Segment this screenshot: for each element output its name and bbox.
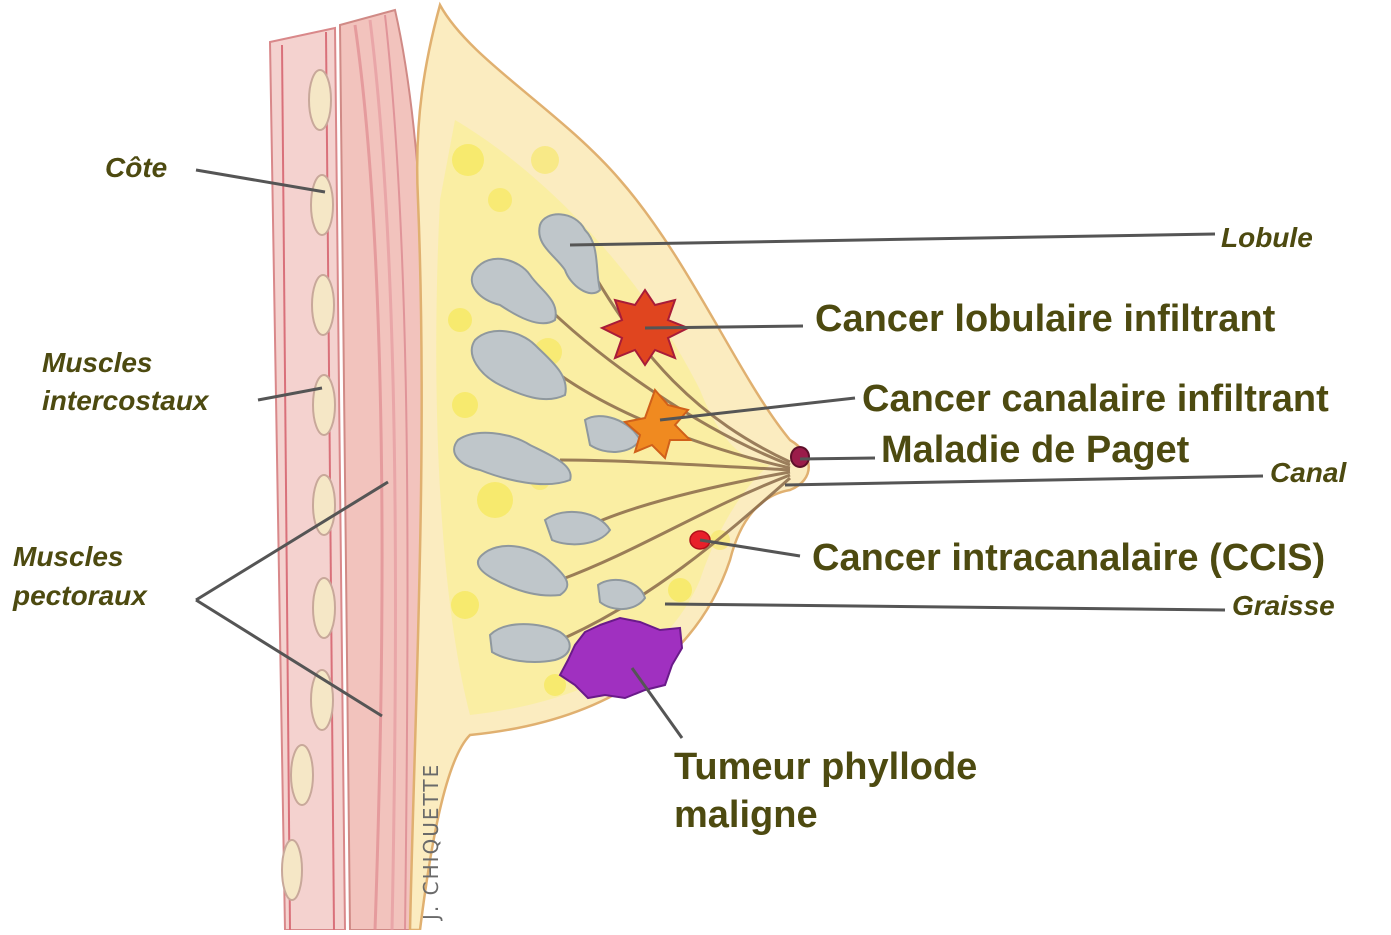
label-pectoraux-line1: Muscles — [13, 541, 124, 572]
label-graisse: Graisse — [1232, 590, 1335, 621]
lobule-shape — [538, 213, 602, 295]
lobules — [453, 213, 647, 663]
leader-line-cote — [195, 168, 326, 194]
leader-line-lobulaire — [644, 324, 804, 330]
label-intercostaux-line2: intercostaux — [42, 385, 209, 416]
label-cancer-canalaire: Cancer canalaire infiltrant — [862, 378, 1329, 420]
leader-lines — [195, 168, 1264, 739]
lobule-shape — [543, 510, 612, 546]
artist-signature: J. CHIQUETTE — [419, 763, 443, 922]
lobule-shape — [476, 544, 569, 597]
rib — [311, 274, 335, 336]
label-ccis: Cancer intracanalaire (CCIS) — [812, 537, 1326, 579]
label-cote: Côte — [105, 152, 168, 183]
rib — [308, 69, 332, 131]
leader-line-lobule — [569, 232, 1216, 247]
leader-line-graisse — [664, 602, 1226, 612]
lobule-shape — [596, 578, 647, 610]
rib — [312, 577, 336, 639]
label-intercostaux-line1: Muscles — [42, 347, 153, 378]
leader-line-canalaire — [659, 396, 856, 422]
label-canal: Canal — [1270, 457, 1347, 488]
lobule-shape — [488, 623, 571, 663]
rib — [281, 839, 303, 901]
label-phyllode-line2: maligne — [674, 794, 818, 836]
leader-line-intercostaux — [257, 386, 323, 402]
leader-line-pectoraux-lower — [195, 598, 383, 718]
rib-group — [281, 69, 336, 901]
leader-line-pectoraux-upper — [195, 480, 389, 602]
leader-line-phyllode — [630, 667, 684, 739]
rib — [310, 669, 334, 731]
ductal-carcinoma-tumor — [622, 388, 693, 460]
lobule-shape — [453, 431, 572, 486]
lobule-shape — [470, 329, 567, 401]
rib — [312, 474, 336, 536]
leader-line-ccis — [699, 538, 801, 558]
paget-disease-lesion — [790, 446, 810, 468]
rib — [310, 174, 334, 236]
phyllodes-tumor — [558, 616, 684, 700]
pectoral-muscles — [338, 8, 428, 931]
rib — [312, 374, 336, 436]
fat-tissue — [448, 144, 730, 696]
lobule-shape — [470, 257, 557, 325]
leader-line-paget — [799, 456, 876, 461]
label-phyllode-line1: Tumeur phyllode — [674, 746, 978, 788]
label-lobule: Lobule — [1221, 222, 1313, 253]
label-paget: Maladie de Paget — [881, 429, 1190, 471]
leader-line-canal — [784, 474, 1264, 487]
label-pectoraux-line2: pectoraux — [13, 580, 147, 611]
rib — [290, 744, 314, 806]
label-cancer-lobulaire: Cancer lobulaire infiltrant — [815, 298, 1276, 340]
